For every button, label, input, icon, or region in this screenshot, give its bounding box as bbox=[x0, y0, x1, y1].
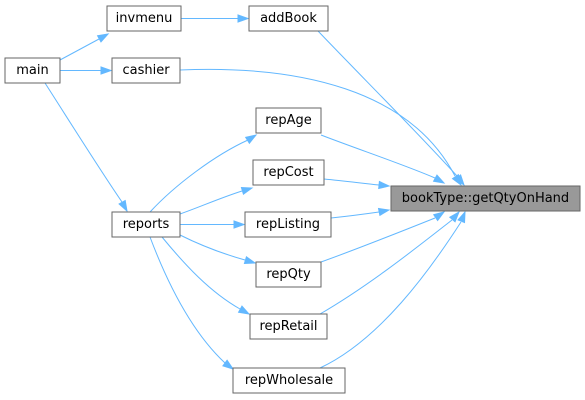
edge-main-to-reports bbox=[44, 82, 128, 213]
node-main-label: main bbox=[16, 63, 48, 78]
edge-repQty-to-getQtyOnHand bbox=[320, 211, 446, 263]
node-main[interactable]: main bbox=[4, 57, 61, 84]
edge-repCost-to-getQtyOnHand bbox=[323, 178, 391, 190]
edge-reports-to-repQty bbox=[179, 234, 257, 265]
edge-reports-to-repCost bbox=[179, 186, 254, 215]
node-repAge[interactable]: repAge bbox=[255, 107, 322, 134]
node-reports[interactable]: reports bbox=[111, 211, 181, 238]
node-repCost-label: repCost bbox=[263, 165, 313, 180]
edge-reports-to-repWholesale bbox=[149, 236, 235, 370]
edge-reports-to-repRetail bbox=[161, 236, 251, 315]
node-invmenu[interactable]: invmenu bbox=[106, 5, 182, 32]
edge-repWholesale-to-getQtyOnHand bbox=[319, 210, 466, 369]
edge-repListing-to-getQtyOnHand bbox=[330, 207, 391, 219]
edge-repAge-to-getQtyOnHand bbox=[320, 134, 446, 184]
node-getQtyOnHand[interactable]: bookType::getQtyOnHand bbox=[390, 185, 581, 212]
edge-cashier-to-getQtyOnHand bbox=[179, 68, 462, 187]
node-repListing-label: repListing bbox=[256, 217, 320, 232]
node-cashier-label: cashier bbox=[122, 63, 170, 78]
node-repQty-label: repQty bbox=[266, 267, 311, 282]
edge-addBook-to-getQtyOnHand bbox=[317, 30, 465, 187]
edge-main-to-cashier bbox=[60, 66, 113, 75]
node-getQtyOnHand-label: bookType::getQtyOnHand bbox=[402, 191, 569, 206]
node-addBook[interactable]: addBook bbox=[248, 5, 329, 32]
node-addBook-label: addBook bbox=[260, 11, 317, 26]
node-repRetail-label: repRetail bbox=[259, 319, 317, 334]
node-repCost[interactable]: repCost bbox=[252, 159, 325, 186]
node-reports-label: reports bbox=[123, 217, 170, 232]
node-repWholesale-label: repWholesale bbox=[245, 373, 333, 388]
edge-repRetail-to-getQtyOnHand bbox=[319, 210, 460, 315]
node-repWholesale[interactable]: repWholesale bbox=[232, 367, 346, 394]
edge-main-to-invmenu bbox=[59, 33, 110, 61]
node-repRetail[interactable]: repRetail bbox=[249, 313, 328, 340]
node-cashier[interactable]: cashier bbox=[111, 57, 181, 84]
edges bbox=[44, 14, 466, 370]
node-invmenu-label: invmenu bbox=[116, 11, 173, 26]
node-repAge-label: repAge bbox=[265, 113, 311, 128]
node-repQty[interactable]: repQty bbox=[255, 261, 322, 288]
edge-reports-to-repListing bbox=[180, 220, 246, 229]
node-repListing[interactable]: repListing bbox=[244, 211, 332, 238]
edge-reports-to-repAge bbox=[149, 134, 258, 213]
edge-invmenu-to-addBook bbox=[181, 14, 250, 23]
